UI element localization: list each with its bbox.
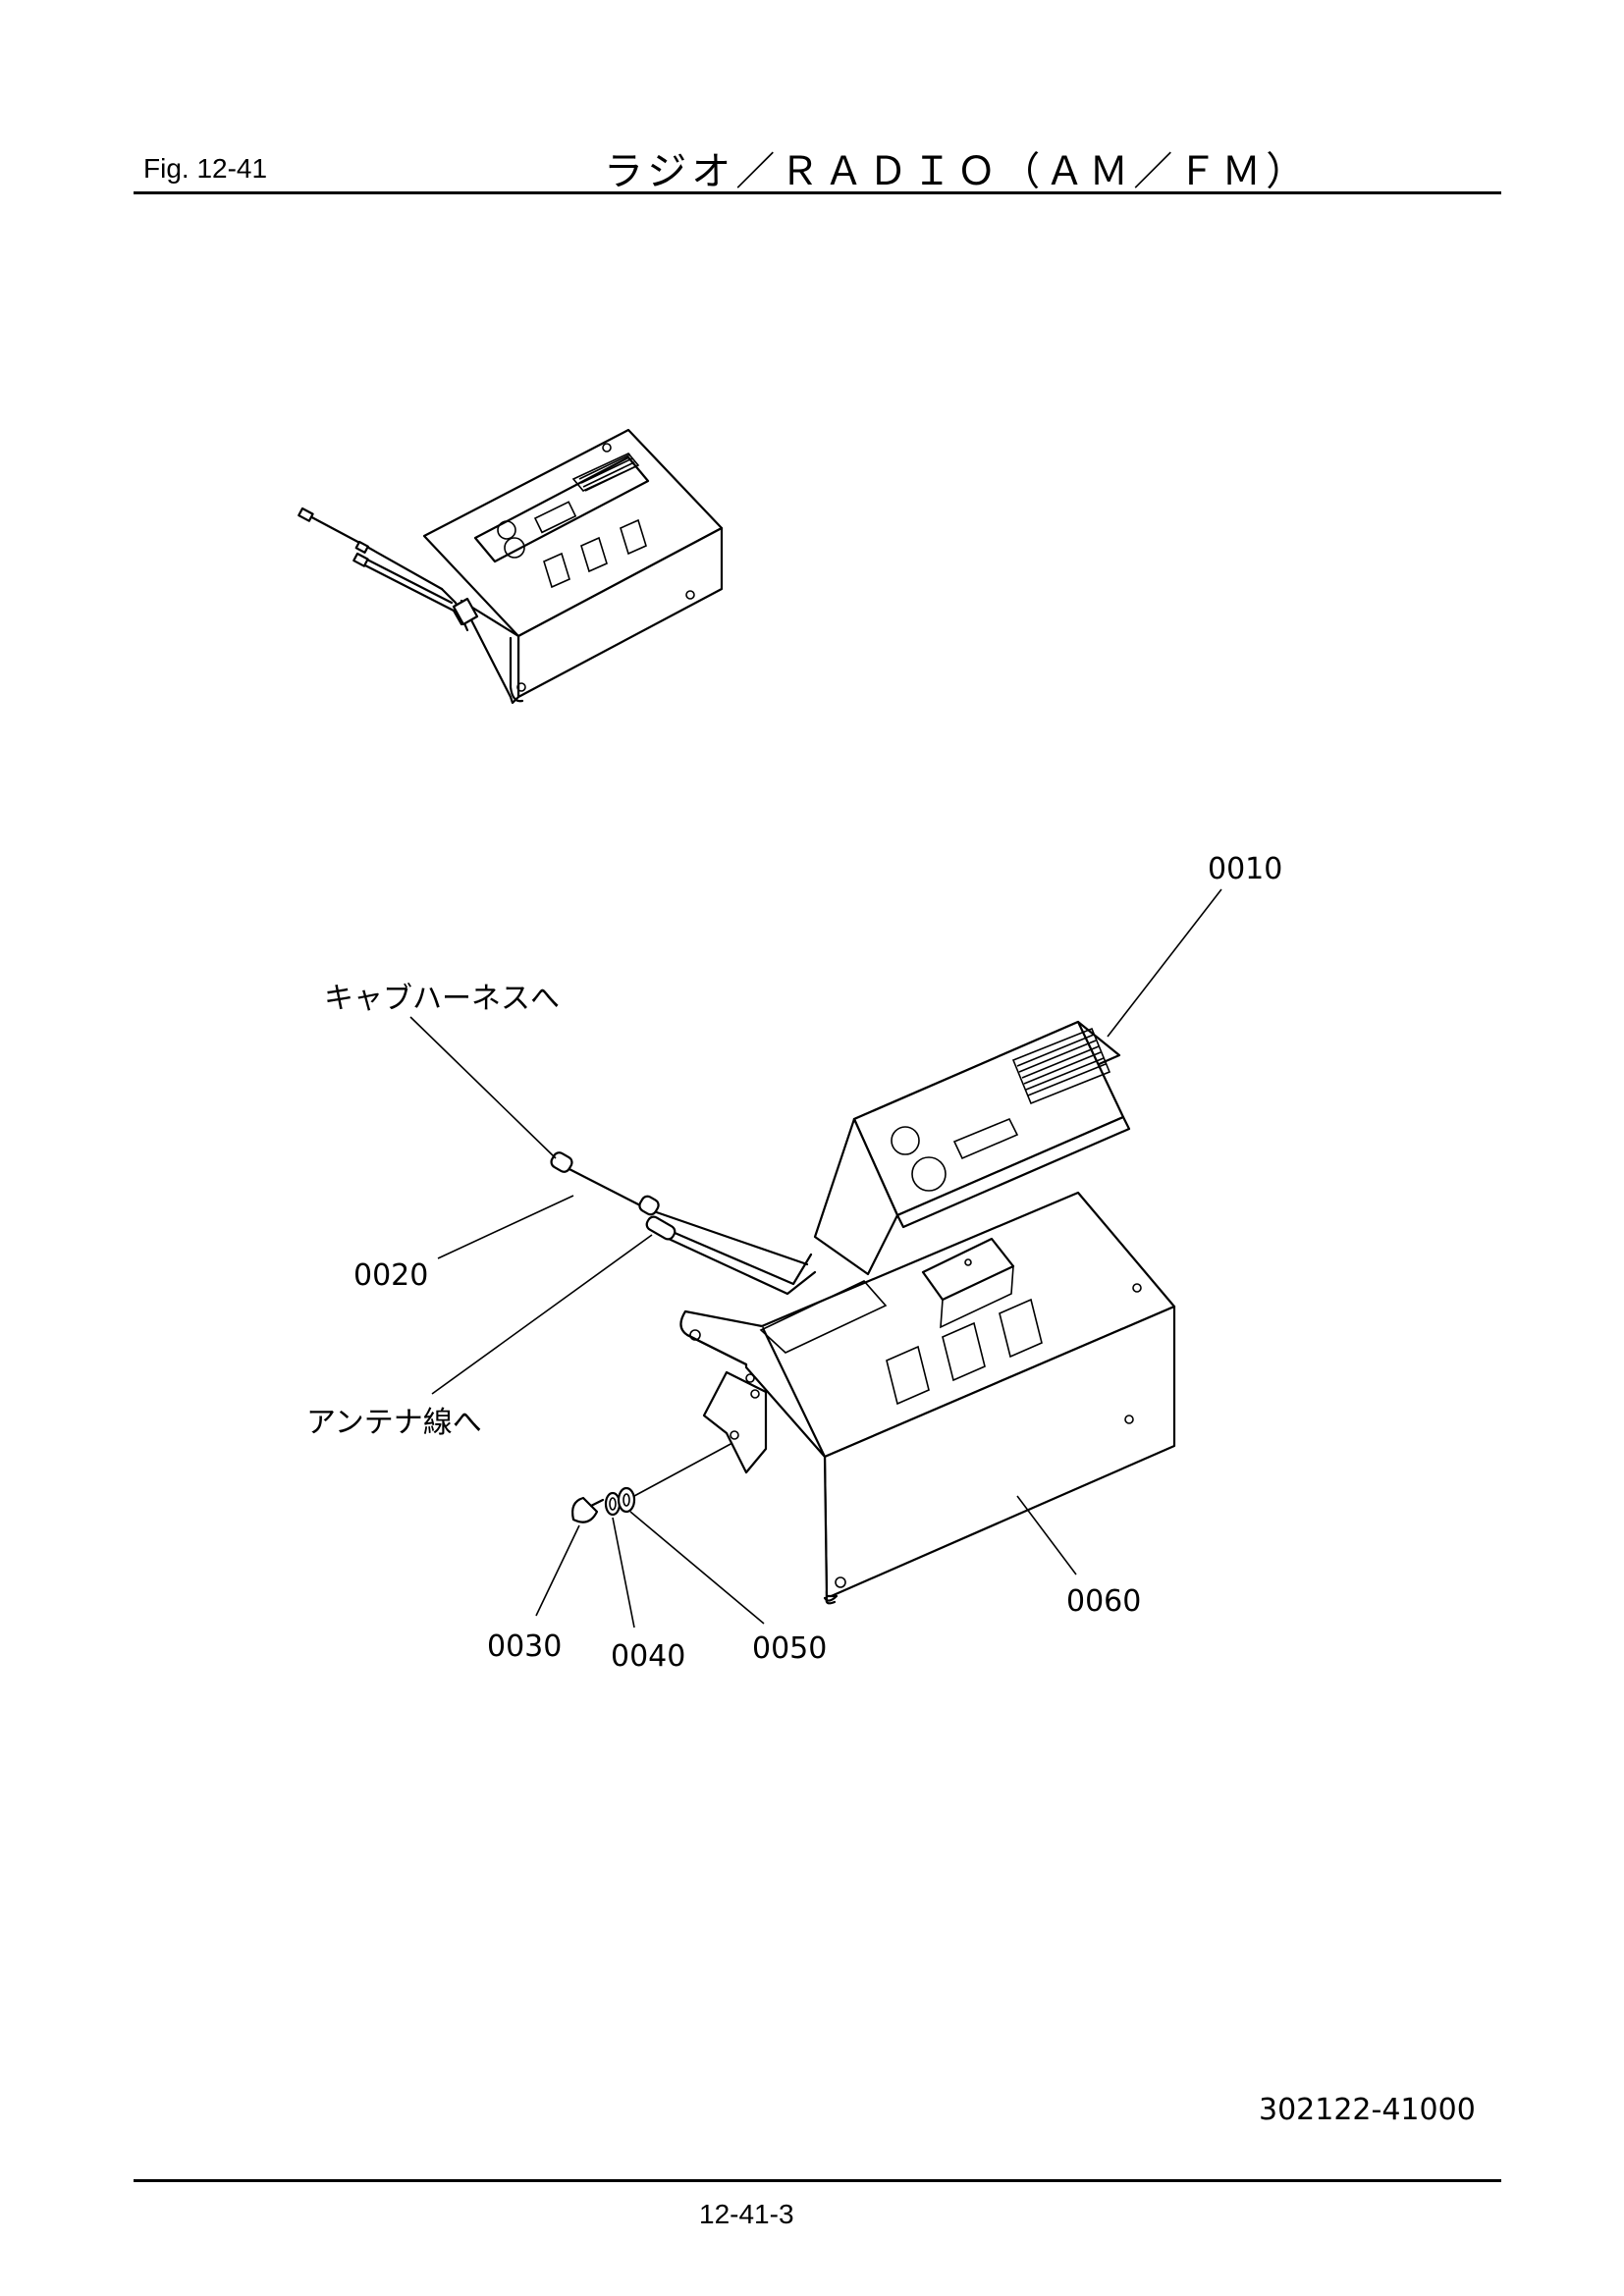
- overview-assembly-illustration: [298, 428, 724, 705]
- callout-0040: 0040: [611, 1639, 686, 1674]
- spring-washer-illustration: [604, 1491, 622, 1517]
- callout-0030: 0030: [487, 1629, 563, 1664]
- callout-0060: 0060: [1066, 1584, 1142, 1619]
- radio-unit-illustration: [813, 1020, 1131, 1276]
- drawing-number: 302122-41000: [1259, 2093, 1476, 2127]
- plain-washer-illustration: [617, 1486, 636, 1514]
- callout-to-cab-harness: キャブハーネスへ: [324, 982, 560, 1016]
- figure-number: Fig. 12-41: [143, 153, 268, 184]
- callout-to-antenna: アンテナ線へ: [306, 1406, 482, 1440]
- callout-0050: 0050: [752, 1631, 828, 1666]
- callout-0010: 0010: [1208, 852, 1283, 886]
- header-rule: [134, 191, 1501, 194]
- side-bracket-illustration: [702, 1370, 768, 1474]
- wire-harness-illustration: [550, 1151, 817, 1296]
- fastener-axis-line: [633, 1442, 733, 1497]
- page-title: ラジオ／ＲＡＤＩＯ（ＡＭ／ＦＭ）: [604, 149, 1311, 194]
- mounting-bracket-illustration: [679, 1191, 1176, 1605]
- callout-0020: 0020: [353, 1258, 429, 1293]
- page-number: 12-41-3: [699, 2199, 794, 2229]
- footer-rule: [134, 2179, 1501, 2182]
- bolt-illustration: [571, 1496, 605, 1523]
- leader-lines: [409, 888, 1222, 1629]
